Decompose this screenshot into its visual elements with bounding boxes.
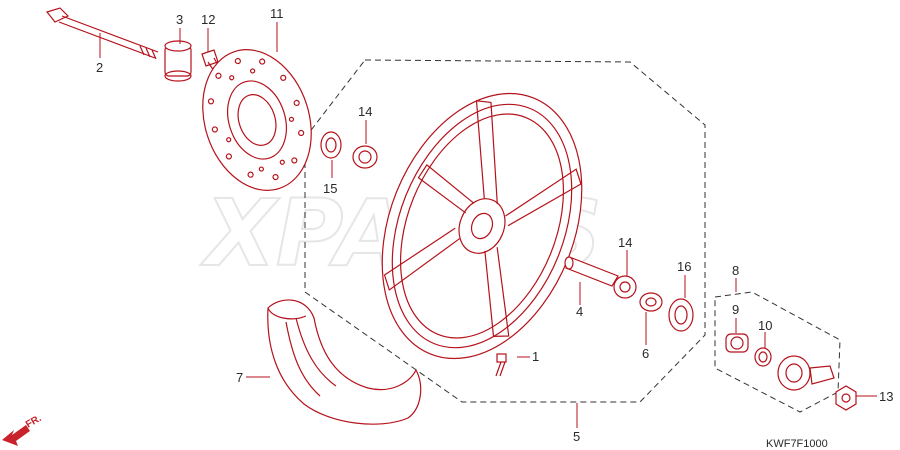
radial-bearing-right[interactable] <box>613 275 637 299</box>
callout-14-left[interactable]: 14 <box>358 104 372 119</box>
speedometer-gearbox[interactable] <box>777 355 835 391</box>
drawing-code: KWF7F1000 <box>766 438 828 450</box>
direction-label: FR. <box>24 413 44 431</box>
callout-11[interactable]: 11 <box>270 6 284 21</box>
front-wheel[interactable] <box>345 64 619 389</box>
callout-1[interactable]: 1 <box>532 349 539 364</box>
gearbox-retainer[interactable] <box>639 292 663 312</box>
axle-collar[interactable] <box>164 40 192 82</box>
distance-collar[interactable] <box>564 256 619 287</box>
brake-disc[interactable] <box>185 35 328 204</box>
callout-4[interactable]: 4 <box>576 304 583 319</box>
callout-5[interactable]: 5 <box>573 429 580 444</box>
callout-9[interactable]: 9 <box>732 302 739 317</box>
gearbox-oil-seal[interactable] <box>754 347 772 367</box>
disc-bolt[interactable] <box>201 49 223 75</box>
callout-2[interactable]: 2 <box>96 60 103 75</box>
dust-seal[interactable] <box>320 131 342 159</box>
axle-bolt[interactable] <box>45 7 159 60</box>
callout-7[interactable]: 7 <box>236 370 243 385</box>
tire-valve[interactable] <box>495 353 507 377</box>
front-tire[interactable] <box>267 299 422 425</box>
callout-16[interactable]: 16 <box>677 259 691 274</box>
dust-seal-right[interactable] <box>668 298 694 332</box>
speedometer-gear[interactable] <box>725 333 749 353</box>
callout-8[interactable]: 8 <box>732 263 739 278</box>
callout-10[interactable]: 10 <box>758 318 772 333</box>
radial-bearing-left[interactable] <box>352 145 378 169</box>
front-direction-arrow: FR. <box>2 413 44 446</box>
callout-6[interactable]: 6 <box>642 346 649 361</box>
callout-12[interactable]: 12 <box>201 12 215 27</box>
axle-nut[interactable] <box>835 385 857 411</box>
callout-13[interactable]: 13 <box>879 389 893 404</box>
callout-3[interactable]: 3 <box>176 12 183 27</box>
callout-14-right[interactable]: 14 <box>618 235 632 250</box>
callout-15[interactable]: 15 <box>323 181 337 196</box>
leader-lines <box>99 22 877 428</box>
